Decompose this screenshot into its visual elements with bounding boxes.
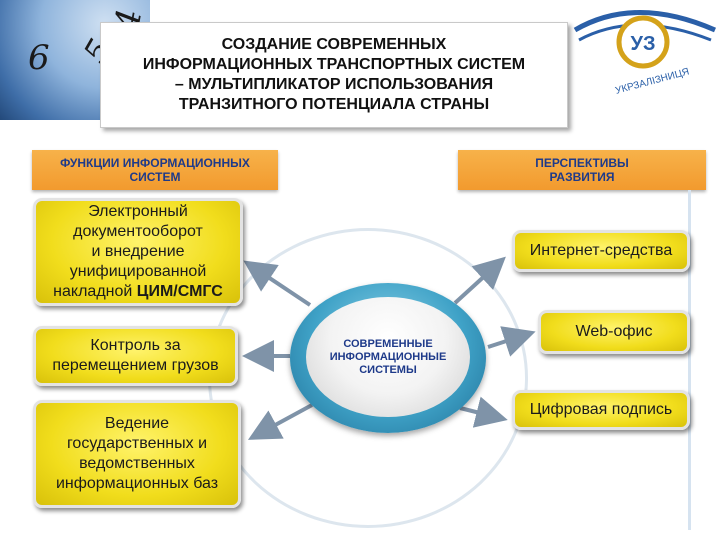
logo-monogram: УЗ bbox=[631, 33, 656, 55]
frame-line bbox=[234, 190, 691, 530]
prospect-label: Цифровая подпись bbox=[529, 401, 673, 418]
functions-header: ФУНКЦИИ ИНФОРМАЦИОННЫХ СИСТЕМ bbox=[32, 150, 278, 190]
arrow-to-databases bbox=[247, 403, 313, 440]
title-box: СОЗДАНИЕ СОВРЕМЕННЫХ ИНФОРМАЦИОННЫХ ТРАН… bbox=[100, 22, 568, 128]
prospect-internet: Интернет-средства bbox=[512, 230, 690, 272]
prospect-label: Web-офис bbox=[575, 323, 653, 340]
function-label-bold: ЦИМ/СМГС bbox=[136, 283, 223, 300]
function-label: Ведение государственных и ведомственных … bbox=[55, 415, 219, 492]
prospects-header-label: ПЕРСПЕКТИВЫ РАЗВИТИЯ bbox=[535, 156, 629, 184]
function-databases: Ведение государственных и ведомственных … bbox=[33, 400, 241, 508]
prospect-web-office: Web-офис bbox=[538, 310, 690, 354]
uz-logo: УЗ УКРЗАЛІЗНИЦЯ bbox=[565, 0, 720, 120]
function-document-flow: Электронный документооборот и внедрение … bbox=[33, 198, 243, 306]
clock-digit: 6 bbox=[28, 38, 50, 78]
function-label: Контроль за перемещением грузов bbox=[52, 337, 219, 374]
page-title: СОЗДАНИЕ СОВРЕМЕННЫХ ИНФОРМАЦИОННЫХ ТРАН… bbox=[142, 36, 526, 113]
prospects-header: ПЕРСПЕКТИВЫ РАЗВИТИЯ bbox=[458, 150, 706, 190]
prospect-digital-signature: Цифровая подпись bbox=[512, 390, 690, 430]
arrow-to-digital-signature bbox=[459, 396, 508, 428]
center-node: СОВРЕМЕННЫЕ ИНФОРМАЦИОННЫЕ СИСТЕМЫ bbox=[306, 297, 470, 417]
arrow-to-web-office bbox=[487, 326, 536, 357]
arrow-to-document-flow bbox=[243, 260, 312, 307]
center-label: СОВРЕМЕННЫЕ ИНФОРМАЦИОННЫЕ СИСТЕМЫ bbox=[329, 337, 447, 376]
prospect-label: Интернет-средства bbox=[529, 242, 673, 259]
function-cargo-control: Контроль за перемещением грузов bbox=[33, 326, 238, 386]
function-label: Электронный документооборот и внедрение … bbox=[53, 203, 207, 300]
arrow-to-internet bbox=[453, 256, 506, 305]
functions-header-label: ФУНКЦИИ ИНФОРМАЦИОННЫХ СИСТЕМ bbox=[60, 156, 250, 184]
